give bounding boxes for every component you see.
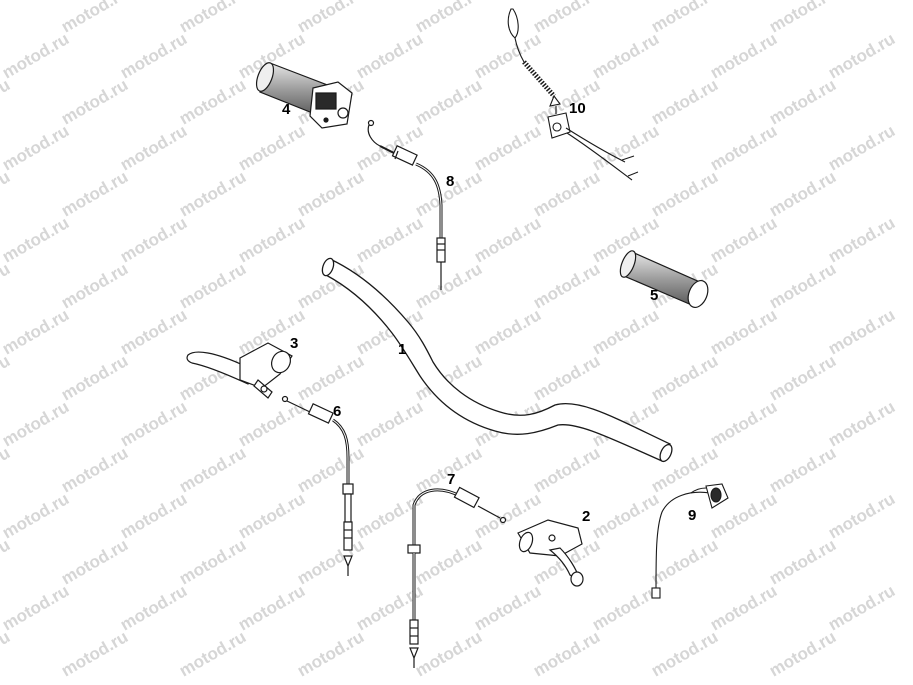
clutch-cable — [281, 395, 354, 576]
clutch-lever — [186, 342, 293, 399]
callout-3: 3 — [290, 335, 299, 352]
callout-9: 9 — [688, 507, 697, 524]
brake-lever — [517, 519, 584, 587]
throttle-cable — [367, 119, 446, 290]
callout-1: 1 — [398, 341, 407, 358]
callout-7: 7 — [447, 471, 456, 488]
callout-8: 8 — [446, 173, 455, 190]
kill-switch-lanyard — [507, 8, 639, 181]
callout-10: 10 — [569, 100, 586, 117]
brake-cable — [407, 486, 507, 668]
left-grip — [619, 250, 709, 309]
callout-6: 6 — [333, 403, 342, 420]
callout-4: 4 — [282, 101, 291, 118]
switch-wire — [651, 483, 729, 599]
callout-5: 5 — [650, 287, 659, 304]
callout-2: 2 — [582, 508, 591, 525]
throttle-grip — [255, 62, 353, 129]
handlebar — [321, 257, 673, 463]
